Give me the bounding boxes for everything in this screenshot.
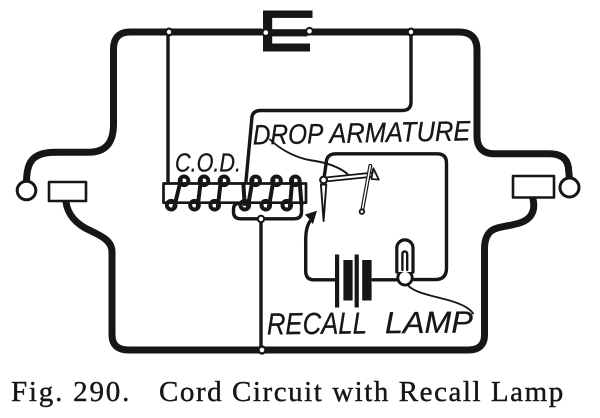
- svg-text:Fig. 290.: Fig. 290.: [11, 376, 131, 408]
- svg-text:Cord Circuit with Recall Lamp: Cord Circuit with Recall Lamp: [159, 376, 565, 408]
- svg-text:ARMATURE: ARMATURE: [327, 115, 471, 149]
- svg-text:DROP: DROP: [253, 118, 324, 150]
- svg-text:LAMP: LAMP: [385, 305, 474, 340]
- svg-text:RECALL: RECALL: [267, 306, 367, 341]
- svg-text:C.O.D.: C.O.D.: [175, 147, 241, 177]
